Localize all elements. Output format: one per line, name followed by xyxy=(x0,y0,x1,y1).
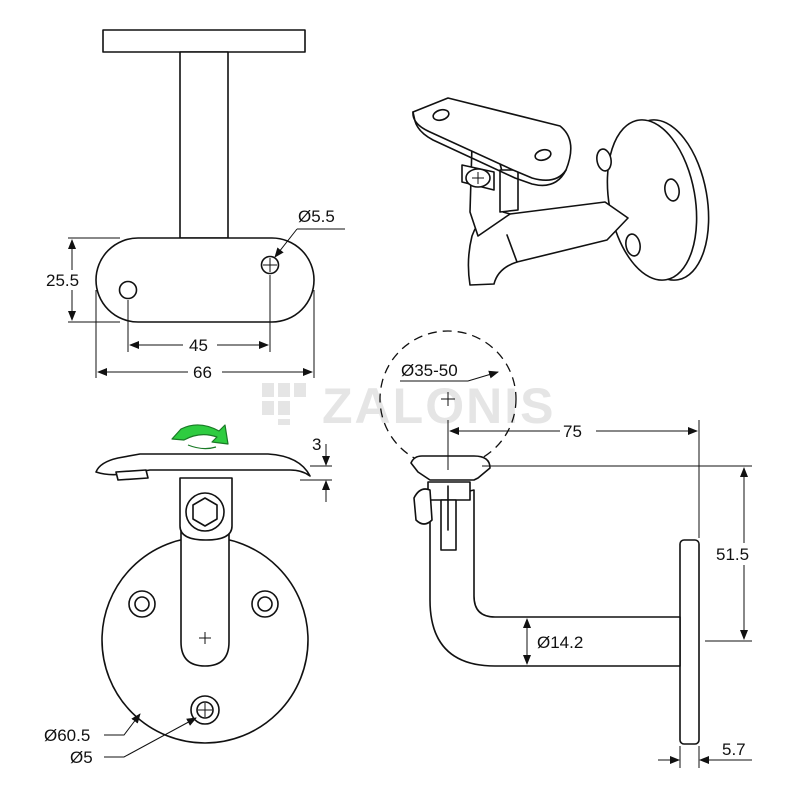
screw-center-mark xyxy=(198,703,212,717)
dim-plate-thickness: 3 xyxy=(312,435,321,454)
side-base-plate xyxy=(679,539,700,745)
top-flange xyxy=(102,29,306,53)
rail-center-mark xyxy=(441,392,455,406)
iso-arm-edge xyxy=(506,234,518,263)
label-bg xyxy=(188,361,222,381)
side-hinge-knuckle xyxy=(413,488,433,525)
label-bg xyxy=(183,334,217,354)
dim-tube-diameter: Ø14.2 xyxy=(537,633,583,652)
watermark-text: ZALONIS xyxy=(322,378,555,434)
dim-plate-width: 66 xyxy=(193,363,212,382)
iso-plate-hole-2 xyxy=(534,148,552,162)
side-clamp-cup xyxy=(410,455,491,481)
view-front: 3 Ø60.5 Ø5 xyxy=(44,424,332,767)
stem-center-mark xyxy=(199,632,211,644)
view-top-left: Ø5.5 25.5 45 66 xyxy=(44,29,345,382)
dim-projection: 75 xyxy=(563,422,582,441)
label-bg xyxy=(44,270,94,290)
base-hole-left-inner xyxy=(134,596,150,612)
dim-height: 51.5 xyxy=(716,545,749,564)
dim-hole-spacing: 45 xyxy=(189,336,208,355)
dim-plate-height: 25.5 xyxy=(46,271,79,290)
iso-plate-hole-1 xyxy=(432,108,450,122)
iso-clamp xyxy=(499,169,519,213)
base-leader xyxy=(104,713,141,736)
plate-underside xyxy=(115,469,149,481)
hole-leader xyxy=(274,228,298,258)
dim-base-thickness: 5.7 xyxy=(722,740,746,759)
dim-hole-small: Ø5.5 xyxy=(298,207,335,226)
label-bg xyxy=(710,543,758,565)
iso-base-hole-3 xyxy=(625,233,641,257)
view-isometric xyxy=(412,97,710,286)
dim-rail-diameter: Ø35-50 xyxy=(401,361,458,380)
view-side: Ø35-50 75 51.5 Ø14.2 5.7 xyxy=(379,330,758,768)
watermark-logo xyxy=(262,383,306,425)
watermark: ZALONIS xyxy=(262,378,555,434)
bolt-hex-socket xyxy=(192,497,218,527)
rail-leader xyxy=(467,370,499,382)
label-bg xyxy=(560,420,596,440)
green-rotate-arrow-icon xyxy=(171,424,229,450)
dim-base-diameter: Ø60.5 xyxy=(44,726,90,745)
side-arm-tube xyxy=(429,489,681,667)
plate-hole-left xyxy=(118,280,138,300)
side-clamp-body xyxy=(427,481,471,501)
dim-screw-hole: Ø5 xyxy=(70,748,93,767)
label-bg xyxy=(535,632,597,652)
post xyxy=(179,51,229,239)
base-hole-right-inner xyxy=(257,596,273,612)
iso-base-hole-1 xyxy=(596,148,612,172)
iso-saddle-plate xyxy=(412,97,572,181)
iso-bolt-socket xyxy=(472,172,484,184)
screw-leader xyxy=(104,717,197,758)
hole-center-mark xyxy=(263,258,277,272)
saddle-plate xyxy=(95,237,315,323)
iso-base-hole-2 xyxy=(664,178,680,202)
iso-saddle-edge xyxy=(412,111,567,187)
